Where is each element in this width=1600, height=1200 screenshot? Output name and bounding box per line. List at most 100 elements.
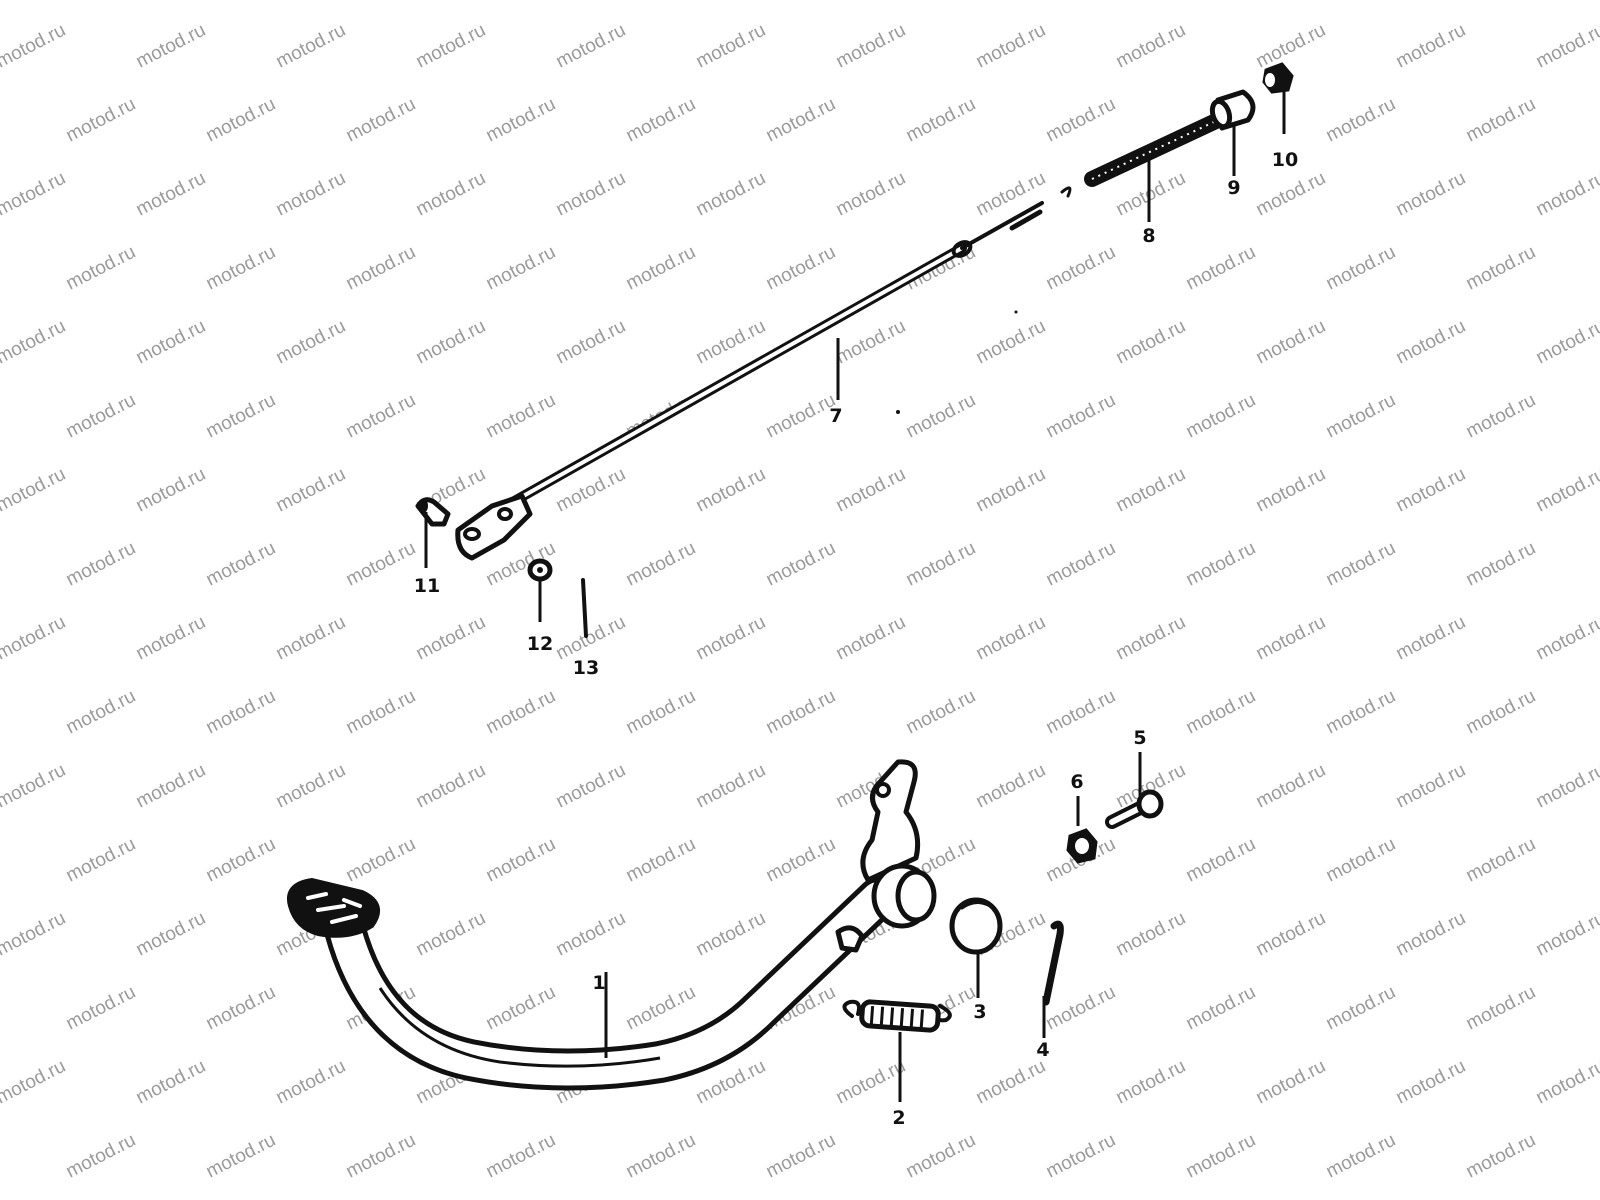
watermark-text: motod.ru: [973, 20, 1049, 73]
callouts: 1 2 3 4 5 6 7 8 9 10 11 12 13: [414, 149, 1298, 1129]
brake-rod: [455, 186, 1072, 561]
watermark-text: motod.ru: [763, 538, 839, 591]
watermark-text: motod.ru: [1043, 390, 1119, 443]
callout-13: 13: [573, 657, 599, 679]
watermark-text: motod.ru: [623, 242, 699, 295]
watermark-text: motod.ru: [203, 1130, 279, 1183]
watermark-text: motod.ru: [0, 464, 69, 517]
speck: [1014, 310, 1018, 314]
watermark-text: motod.ru: [903, 686, 979, 739]
watermark-text: motod.ru: [693, 908, 769, 961]
watermark-text: motod.ru: [973, 612, 1049, 665]
watermark-text: motod.ru: [1533, 168, 1600, 221]
watermark-text: motod.ru: [973, 1056, 1049, 1109]
watermark-text: motod.ru: [343, 242, 419, 295]
speck: [896, 410, 900, 414]
watermark-text: motod.ru: [1463, 94, 1539, 147]
watermark-text: motod.ru: [203, 94, 279, 147]
watermark-text: motod.ru: [413, 760, 489, 813]
watermark-text: motod.ru: [1183, 1130, 1259, 1183]
watermark-text: motod.ru: [1393, 464, 1469, 517]
watermark-text: motod.ru: [553, 908, 629, 961]
watermark-text: motod.ru: [273, 168, 349, 221]
pivot-cap: [949, 897, 1003, 955]
watermark-text: motod.ru: [343, 538, 419, 591]
watermark-text: motod.ru: [1043, 242, 1119, 295]
watermark-text: motod.ru: [1043, 1130, 1119, 1183]
watermark-text: motod.ru: [693, 760, 769, 813]
watermark-text: motod.ru: [1253, 316, 1329, 369]
watermark-text: motod.ru: [1113, 1056, 1189, 1109]
watermark-text: motod.ru: [63, 94, 139, 147]
callout-3: 3: [973, 1001, 986, 1023]
watermark-text: motod.ru: [833, 316, 909, 369]
watermark-text: motod.ru: [63, 242, 139, 295]
adjuster-nut: [1262, 62, 1294, 94]
watermark-text: motod.ru: [413, 168, 489, 221]
watermark-text: motod.ru: [0, 908, 69, 961]
callout-5: 5: [1133, 727, 1146, 749]
watermark-text: motod.ru: [693, 168, 769, 221]
watermark-text: motod.ru: [903, 538, 979, 591]
watermark-text: motod.ru: [273, 760, 349, 813]
watermark-text: motod.ru: [1533, 760, 1600, 813]
washer: [527, 558, 553, 582]
watermark-text: motod.ru: [763, 390, 839, 443]
watermark-text: motod.ru: [1253, 464, 1329, 517]
watermark-text: motod.ru: [483, 1130, 559, 1183]
watermark-text: motod.ru: [1183, 538, 1259, 591]
watermark-text: motod.ru: [1323, 982, 1399, 1035]
callout-6: 6: [1070, 771, 1083, 793]
watermark-text: motod.ru: [1253, 612, 1329, 665]
watermark-text: motod.ru: [763, 686, 839, 739]
leader-lines: [424, 90, 1286, 1102]
watermark-text: motod.ru: [1323, 242, 1399, 295]
watermark-text: motod.ru: [1113, 612, 1189, 665]
watermark-text: motod.ru: [1043, 686, 1119, 739]
watermark-text: motod.ru: [973, 464, 1049, 517]
watermark-text: motod.ru: [693, 464, 769, 517]
watermark-text: motod.ru: [273, 612, 349, 665]
watermark-text: motod.ru: [1393, 316, 1469, 369]
watermark-text: motod.ru: [1393, 612, 1469, 665]
watermark-text: motod.ru: [623, 982, 699, 1035]
watermark-text: motod.ru: [133, 612, 209, 665]
watermark-text: motod.ru: [343, 94, 419, 147]
watermark-text: motod.ru: [0, 168, 69, 221]
watermark-text: motod.ru: [0, 316, 69, 369]
watermark-text: motod.ru: [1043, 982, 1119, 1035]
brake-pedal: [287, 759, 937, 1091]
watermark-text: motod.ru: [1533, 464, 1600, 517]
watermark-text: motod.ru: [1253, 20, 1329, 73]
watermark-text: motod.ru: [1393, 168, 1469, 221]
watermark-text: motod.ru: [203, 834, 279, 887]
watermark-text: motod.ru: [1533, 1056, 1600, 1109]
callout-1: 1: [592, 972, 605, 994]
watermark-text: motod.ru: [1463, 1130, 1539, 1183]
watermark-text: motod.ru: [483, 686, 559, 739]
watermark-text: motod.ru: [63, 686, 139, 739]
watermark-text: motod.ru: [133, 1056, 209, 1109]
watermark-text: motod.ru: [833, 20, 909, 73]
watermark-text: motod.ru: [1043, 538, 1119, 591]
watermark-text: motod.ru: [1113, 464, 1189, 517]
callout-7: 7: [829, 405, 842, 427]
watermark-text: motod.ru: [973, 316, 1049, 369]
watermark-text: motod.ru: [1043, 94, 1119, 147]
watermark-text: motod.ru: [833, 1056, 909, 1109]
watermark-text: motod.ru: [63, 1130, 139, 1183]
watermark-text: motod.ru: [903, 1130, 979, 1183]
rod-spring: [1084, 113, 1224, 187]
watermark-text: motod.ru: [1183, 242, 1259, 295]
watermark-text: motod.ru: [273, 316, 349, 369]
watermark-text: motod.ru: [413, 908, 489, 961]
watermark-text: motod.ru: [1463, 686, 1539, 739]
watermark-text: motod.ru: [1253, 168, 1329, 221]
watermark-text: motod.ru: [903, 390, 979, 443]
split-pin: [1042, 920, 1064, 1006]
watermark-text: motod.ru: [483, 982, 559, 1035]
watermark-text: motod.ru: [763, 834, 839, 887]
watermark-text: motod.ru: [133, 316, 209, 369]
callout-2: 2: [892, 1107, 905, 1129]
